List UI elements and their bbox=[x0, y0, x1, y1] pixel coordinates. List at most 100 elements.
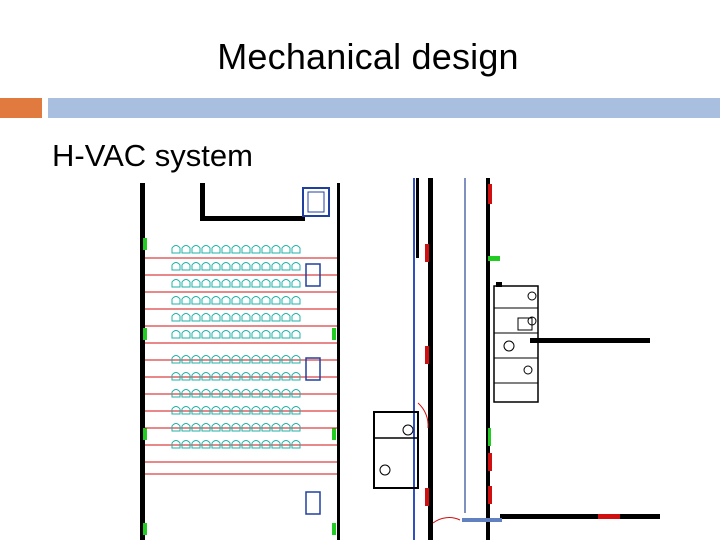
seat bbox=[261, 245, 271, 254]
seat bbox=[171, 296, 181, 305]
accent-bar-orange bbox=[0, 98, 42, 118]
side-unit bbox=[305, 357, 321, 381]
seat bbox=[251, 389, 261, 398]
seat bbox=[171, 245, 181, 254]
duct-outlet bbox=[425, 346, 429, 364]
floor-plan-svg bbox=[140, 178, 660, 540]
seat bbox=[261, 423, 271, 432]
restroom-small bbox=[373, 411, 419, 489]
seat bbox=[181, 440, 191, 449]
seat bbox=[171, 423, 181, 432]
seat bbox=[181, 406, 191, 415]
seat bbox=[261, 372, 271, 381]
floor-plan-drawing bbox=[120, 178, 660, 540]
seat bbox=[271, 372, 281, 381]
green-marker bbox=[332, 523, 336, 535]
seat bbox=[201, 262, 211, 271]
toilet-icon bbox=[527, 291, 537, 301]
seat bbox=[211, 245, 221, 254]
seat bbox=[251, 440, 261, 449]
seat bbox=[211, 330, 221, 339]
bottom-wall bbox=[500, 514, 660, 519]
seat bbox=[291, 245, 301, 254]
seat bbox=[271, 423, 281, 432]
seat bbox=[241, 406, 251, 415]
corridor-wall bbox=[416, 178, 419, 258]
seat bbox=[241, 355, 251, 364]
duct-outlet bbox=[488, 453, 492, 471]
seat bbox=[241, 296, 251, 305]
equipment-box-inner bbox=[307, 191, 325, 213]
seat bbox=[281, 330, 291, 339]
seat bbox=[191, 279, 201, 288]
seat bbox=[251, 330, 261, 339]
seat bbox=[181, 389, 191, 398]
seat bbox=[231, 330, 241, 339]
seat bbox=[291, 355, 301, 364]
duct-outlet bbox=[488, 184, 492, 204]
seat bbox=[241, 372, 251, 381]
seat bbox=[291, 262, 301, 271]
side-unit bbox=[305, 263, 321, 287]
seat bbox=[241, 245, 251, 254]
seat bbox=[171, 262, 181, 271]
seat bbox=[281, 406, 291, 415]
seat bbox=[281, 423, 291, 432]
seat bbox=[201, 406, 211, 415]
seat bbox=[181, 423, 191, 432]
hvac-duct-lines bbox=[145, 257, 337, 475]
seat bbox=[181, 355, 191, 364]
stage-wall-horizontal bbox=[200, 216, 305, 221]
seat bbox=[291, 440, 301, 449]
stage-wall-vertical bbox=[200, 183, 205, 221]
green-marker bbox=[488, 428, 491, 446]
seat bbox=[231, 355, 241, 364]
duct-outlet bbox=[425, 244, 429, 262]
seat bbox=[271, 330, 281, 339]
seat bbox=[251, 372, 261, 381]
seat bbox=[231, 279, 241, 288]
seat bbox=[281, 296, 291, 305]
seat bbox=[261, 279, 271, 288]
seat bbox=[271, 440, 281, 449]
seat bbox=[271, 245, 281, 254]
seat bbox=[211, 355, 221, 364]
seat bbox=[201, 372, 211, 381]
seat bbox=[291, 279, 301, 288]
seat bbox=[191, 355, 201, 364]
green-marker bbox=[332, 328, 336, 340]
seat bbox=[221, 355, 231, 364]
seat bbox=[251, 313, 261, 322]
seat bbox=[201, 389, 211, 398]
seat bbox=[191, 372, 201, 381]
seat bbox=[211, 313, 221, 322]
seat bbox=[231, 389, 241, 398]
duct-outlet bbox=[488, 486, 492, 504]
seat bbox=[281, 389, 291, 398]
duct-outlet bbox=[425, 488, 429, 506]
seat bbox=[231, 372, 241, 381]
seat bbox=[211, 406, 221, 415]
green-marker bbox=[143, 328, 147, 340]
seat bbox=[181, 279, 191, 288]
seat bbox=[261, 296, 271, 305]
seat bbox=[291, 313, 301, 322]
seat bbox=[231, 423, 241, 432]
seat bbox=[171, 406, 181, 415]
seat bbox=[201, 296, 211, 305]
seat bbox=[281, 440, 291, 449]
seat bbox=[181, 372, 191, 381]
seat bbox=[211, 389, 221, 398]
seat bbox=[221, 423, 231, 432]
seat bbox=[171, 279, 181, 288]
seat bbox=[291, 372, 301, 381]
seat bbox=[271, 262, 281, 271]
seat bbox=[201, 355, 211, 364]
seat bbox=[271, 406, 281, 415]
seat bbox=[231, 313, 241, 322]
seat bbox=[211, 279, 221, 288]
seat bbox=[241, 440, 251, 449]
seat bbox=[221, 406, 231, 415]
corridor-wall-right bbox=[428, 178, 433, 540]
seat bbox=[191, 440, 201, 449]
